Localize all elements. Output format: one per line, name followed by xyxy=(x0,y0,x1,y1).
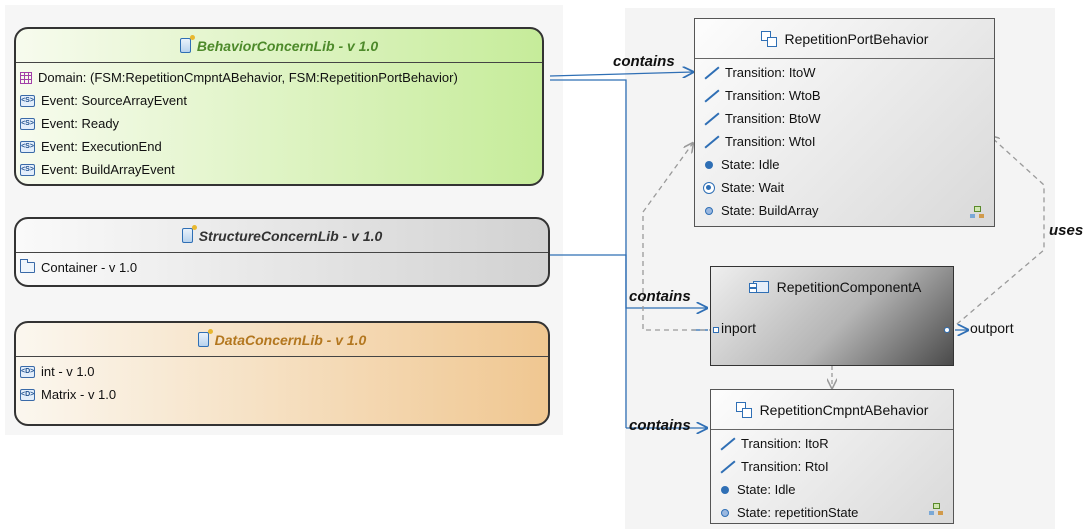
final-state-icon xyxy=(705,206,713,215)
data-lib-title: DataConcernLib - v 1.0 xyxy=(214,331,367,348)
library-icon xyxy=(197,329,213,347)
repetition-port-behavior[interactable]: RepetitionPortBehavior Transition: ItoW … xyxy=(694,18,995,227)
inport-icon[interactable] xyxy=(713,327,719,333)
state-icon xyxy=(721,485,729,494)
state-icon xyxy=(705,160,713,169)
data-lib-header: DataConcernLib - v 1.0 xyxy=(16,323,548,357)
transition-icon xyxy=(719,460,735,474)
data-lib-item[interactable]: <D> int - v 1.0 xyxy=(20,360,544,383)
data-concern-lib[interactable]: DataConcernLib - v 1.0 <D> int - v 1.0 <… xyxy=(14,321,550,426)
inport-label: inport xyxy=(721,320,757,336)
port-behavior-title: RepetitionPortBehavior xyxy=(784,30,929,47)
outport-label: outport xyxy=(970,320,1014,336)
datatype-icon: <D> xyxy=(20,365,35,378)
state-label: State: Wait xyxy=(721,180,785,195)
state-machine-icon xyxy=(735,401,752,418)
transition-item[interactable]: Transition: WtoI xyxy=(703,130,986,153)
state-label: State: repetitionState xyxy=(737,505,859,520)
behavior-lib-item-label: Event: ExecutionEnd xyxy=(41,139,162,154)
behavior-lib-title: BehaviorConcernLib - v 1.0 xyxy=(196,37,379,54)
component-title: RepetitionComponentA xyxy=(776,279,922,295)
data-lib-item[interactable]: <D> Matrix - v 1.0 xyxy=(20,383,544,406)
state-label: State: Idle xyxy=(721,157,780,172)
data-lib-item-label: int - v 1.0 xyxy=(41,364,95,379)
contains-connector-port-behavior xyxy=(549,72,693,76)
datatype-icon: <D> xyxy=(20,388,35,401)
transition-icon xyxy=(703,66,719,80)
hierarchy-icon xyxy=(929,503,943,515)
folder-icon xyxy=(20,259,35,273)
event-icon: <S> xyxy=(20,94,35,107)
transition-label: Transition: WtoI xyxy=(725,134,816,149)
selected-state-icon xyxy=(703,181,715,194)
transition-item[interactable]: Transition: ItoW xyxy=(703,61,986,84)
repetition-cmpnt-a-behavior[interactable]: RepetitionCmpntABehavior Transition: Ito… xyxy=(710,389,954,524)
state-item[interactable]: State: Idle xyxy=(719,478,945,501)
structure-concern-lib[interactable]: StructureConcernLib - v 1.0 Container - … xyxy=(14,217,550,287)
component-icon xyxy=(748,281,769,293)
transition-label: Transition: ItoR xyxy=(741,436,829,451)
state-item[interactable]: State: Idle xyxy=(703,153,986,176)
library-icon xyxy=(179,35,195,53)
transition-item[interactable]: Transition: BtoW xyxy=(703,107,986,130)
structure-lib-title: StructureConcernLib - v 1.0 xyxy=(198,227,383,244)
event-icon: <S> xyxy=(20,140,35,153)
state-item[interactable]: State: Wait xyxy=(703,176,986,199)
library-icon xyxy=(181,225,197,243)
contains-connector-component xyxy=(550,254,707,308)
behavior-lib-item[interactable]: <S> Event: Ready xyxy=(20,112,538,135)
behavior-lib-header: BehaviorConcernLib - v 1.0 xyxy=(16,29,542,63)
behavior-connector-trunk xyxy=(550,79,627,428)
state-label: State: Idle xyxy=(737,482,796,497)
component-header: RepetitionComponentA xyxy=(711,267,953,307)
hierarchy-icon xyxy=(970,206,984,218)
state-machine-icon xyxy=(760,30,777,47)
transition-item[interactable]: Transition: RtoI xyxy=(719,455,945,478)
behavior-concern-lib[interactable]: BehaviorConcernLib - v 1.0 Domain: (FSM:… xyxy=(14,27,544,186)
state-item[interactable]: State: repetitionState xyxy=(719,501,945,524)
transition-icon xyxy=(703,135,719,149)
outport-icon[interactable] xyxy=(944,327,950,333)
behavior-lib-item[interactable]: <S> Event: BuildArrayEvent xyxy=(20,158,538,181)
uses-label: uses xyxy=(1049,222,1084,239)
transition-icon xyxy=(719,437,735,451)
behavior-lib-item[interactable]: <S> Event: ExecutionEnd xyxy=(20,135,538,158)
behavior-lib-item-label: Event: SourceArrayEvent xyxy=(41,93,187,108)
transition-label: Transition: WtoB xyxy=(725,88,821,103)
repetition-component-a[interactable]: RepetitionComponentA xyxy=(710,266,954,366)
cmpnt-behavior-title: RepetitionCmpntABehavior xyxy=(759,401,929,418)
uses-connector-inport xyxy=(642,143,714,331)
transition-label: Transition: ItoW xyxy=(725,65,816,80)
transition-label: Transition: RtoI xyxy=(741,459,829,474)
structure-lib-item-label: Container - v 1.0 xyxy=(41,260,138,275)
behavior-lib-item-label: Domain: (FSM:RepetitionCmpntABehavior, F… xyxy=(38,70,458,85)
state-item[interactable]: State: BuildArray xyxy=(703,199,986,222)
cmpnt-behavior-header: RepetitionCmpntABehavior xyxy=(711,390,953,430)
uses-connector-outport xyxy=(949,136,1045,331)
behavior-lib-item[interactable]: Domain: (FSM:RepetitionCmpntABehavior, F… xyxy=(20,66,538,89)
contains-label-bottom: contains xyxy=(629,417,691,434)
event-icon: <S> xyxy=(20,163,35,176)
final-state-icon xyxy=(721,508,729,517)
transition-icon xyxy=(703,112,719,126)
contains-label-top: contains xyxy=(613,53,675,70)
event-icon: <S> xyxy=(20,117,35,130)
transition-icon xyxy=(703,89,719,103)
transition-label: Transition: BtoW xyxy=(725,111,821,126)
structure-lib-header: StructureConcernLib - v 1.0 xyxy=(16,219,548,253)
structure-lib-item[interactable]: Container - v 1.0 xyxy=(20,256,544,279)
behavior-lib-item-label: Event: Ready xyxy=(41,116,120,131)
state-label: State: BuildArray xyxy=(721,203,819,218)
behavior-lib-item[interactable]: <S> Event: SourceArrayEvent xyxy=(20,89,538,112)
domain-icon xyxy=(20,71,32,84)
transition-item[interactable]: Transition: WtoB xyxy=(703,84,986,107)
port-behavior-header: RepetitionPortBehavior xyxy=(695,19,994,59)
data-lib-item-label: Matrix - v 1.0 xyxy=(41,387,117,402)
transition-item[interactable]: Transition: ItoR xyxy=(719,432,945,455)
behavior-lib-item-label: Event: BuildArrayEvent xyxy=(41,162,175,177)
contains-label-mid: contains xyxy=(629,288,691,305)
